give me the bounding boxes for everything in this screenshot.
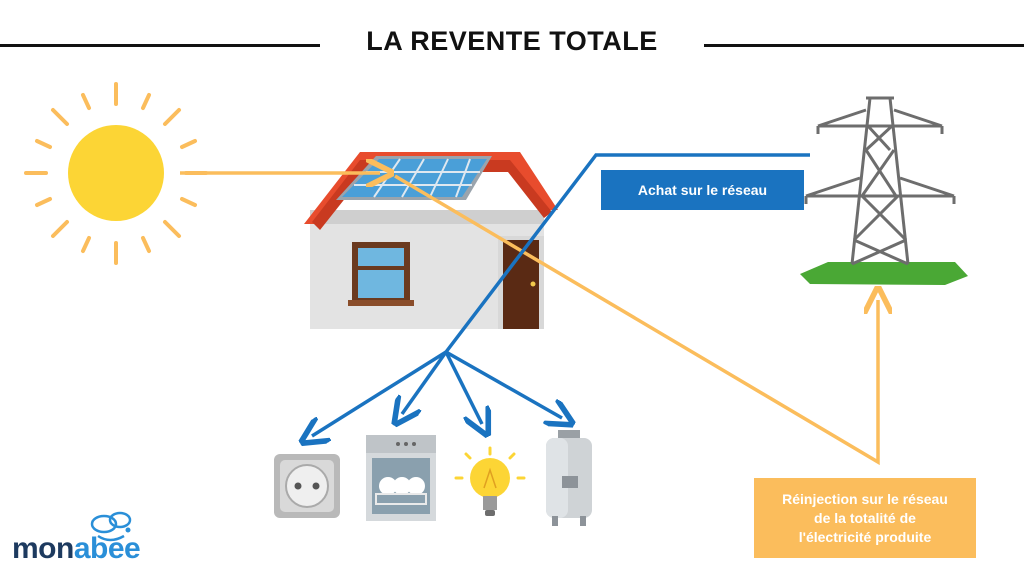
page-title: LA REVENTE TOTALE (366, 26, 658, 56)
sun-icon (24, 82, 208, 265)
grid-purchase-label: Achat sur le réseau (601, 170, 804, 210)
house-icon (304, 152, 558, 329)
reinjection-text-line1: Réinjection sur le réseau (782, 490, 948, 507)
dishwasher-icon (366, 435, 436, 521)
bee-icon (90, 511, 132, 542)
socket-icon (274, 454, 340, 518)
reinjection-label: Réinjection sur le réseau de la totalité… (754, 478, 976, 558)
lightbulb-icon (454, 446, 526, 516)
logo-part-mon: mon (12, 532, 74, 565)
brand-logo: monabee (12, 504, 172, 566)
window-icon (348, 242, 414, 306)
title-rule-left (0, 44, 320, 47)
logo-part-abee: abee (73, 532, 141, 565)
reinjection-flow-line (394, 174, 878, 466)
title-bar: LA REVENTE TOTALE (0, 26, 1024, 66)
logo-text: monabee (12, 532, 141, 566)
reinjection-text-line3: l'électricité produite (798, 528, 932, 545)
water-heater-icon (546, 430, 592, 526)
title-rule-right (704, 44, 1024, 47)
reinjection-text-line2: de la totalité de (814, 509, 916, 526)
grid-purchase-flow-line (312, 153, 810, 436)
pylon-icon (800, 96, 968, 285)
grid-purchase-text: Achat sur le réseau (637, 182, 768, 198)
